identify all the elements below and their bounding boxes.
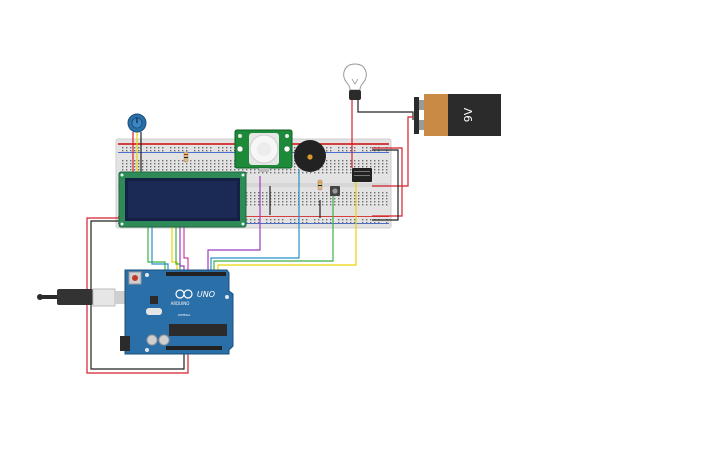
wire-blue [151, 226, 169, 272]
lcd-display[interactable] [118, 171, 247, 228]
arduino-model: UNO [197, 290, 215, 299]
resistor-2[interactable] [317, 179, 323, 191]
wire-battery-red [372, 116, 413, 187]
wire-red-power [86, 217, 189, 374]
wire-relay-black [372, 149, 399, 221]
buzzer[interactable] [294, 140, 326, 172]
wire-relay-red [372, 147, 403, 217]
wire-green-2 [175, 226, 181, 272]
wire-black-gnd [90, 220, 185, 370]
pir-sensor[interactable] [234, 129, 293, 172]
battery-label: 9V [462, 107, 475, 122]
arduino-uno[interactable]: ARDUINO UNO ATMEGA [120, 269, 234, 355]
potentiometer[interactable] [127, 113, 147, 133]
wire-yellow-relay [217, 180, 357, 272]
arduino-brand: ARDUINO [171, 301, 190, 306]
push-button[interactable] [330, 186, 340, 196]
usb-cable[interactable] [37, 288, 130, 307]
wire-magenta [183, 226, 189, 272]
wire-blue-buzzer [210, 170, 300, 272]
wire-lamp-black [357, 100, 414, 120]
wire-green [147, 226, 166, 272]
light-bulb[interactable] [343, 63, 367, 100]
resistor[interactable] [183, 151, 189, 163]
arduino-chip-label: ATMEGA [178, 313, 191, 317]
wire-purple [179, 226, 185, 272]
wire-green-button [213, 196, 334, 272]
wire-purple-pir [207, 176, 261, 272]
battery-9v[interactable]: 9V [414, 94, 501, 136]
relay[interactable] [352, 168, 372, 182]
wires [86, 100, 414, 374]
wire-yellow [171, 226, 178, 272]
